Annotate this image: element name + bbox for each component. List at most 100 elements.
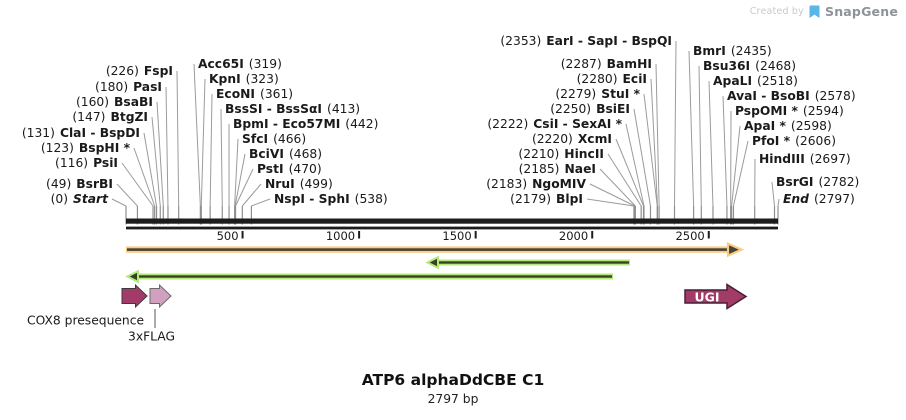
site-label: (147) BtgZI [72, 110, 148, 124]
site-name: Acc65I [198, 57, 244, 71]
site-name: BtgZI [110, 110, 148, 124]
site-label: (2210)HincII [518, 147, 604, 161]
site-name: EarI - SapI - BspQI [546, 34, 672, 48]
site-position: (2179) [510, 192, 551, 206]
site-leader-line [194, 64, 200, 206]
site-name: BciVI [249, 147, 284, 161]
site-position: (413) [327, 102, 360, 116]
site-name: PstI [257, 162, 284, 176]
site-name: BpmI - Eco57MI [233, 117, 340, 131]
flag3x-arrow [150, 285, 171, 307]
site-position: (2250) [550, 102, 591, 116]
site-name: BssSI - BssSαI [225, 102, 322, 116]
ugi-label: UGI [694, 290, 719, 305]
site-label: ApaLI (2518) [713, 74, 798, 88]
forward-cds-arrow [126, 244, 742, 256]
ugi-arrow: UGI [685, 285, 746, 309]
site-name: Bsu36I [703, 59, 750, 73]
site-label: NspI - SphI(538) [274, 192, 388, 206]
site-position: (2183) [486, 177, 527, 191]
reverse-arrow-lower [128, 271, 614, 282]
site-name: XcmI [578, 132, 612, 146]
ruler-tick-label: 500 [217, 229, 239, 243]
site-position: (160) [76, 95, 109, 109]
site-position: (538) [355, 192, 388, 206]
site-label: PfoI * (2606) [752, 134, 836, 148]
site-label: SfcI(466) [242, 132, 306, 146]
site-label: ApaI *(2598) [744, 119, 832, 133]
map-length: 2797 bp [0, 392, 906, 406]
site-name: StuI * [601, 87, 640, 101]
site-name: BamHI [607, 57, 652, 71]
site-leader-line [242, 184, 261, 206]
site-label: Acc65I (319) [198, 57, 282, 71]
site-name: NgoMIV [532, 177, 586, 191]
site-leader-line [644, 94, 657, 206]
site-label: (116)PsiI [55, 156, 118, 170]
site-leader-line [709, 81, 713, 206]
site-name: BmrI [693, 44, 726, 58]
reverse-arrow-upper-head [428, 257, 439, 268]
site-position: (226) [106, 64, 139, 78]
site-position: (499) [300, 177, 333, 191]
site-label: AvaI - BsoBI(2578) [727, 89, 856, 103]
site-position: (2468) [755, 59, 796, 73]
site-name: ApaI * [744, 119, 786, 133]
site-name: PfoI * [752, 134, 791, 148]
site-label: (2179)BlpI [510, 192, 583, 206]
site-position: (123) [41, 141, 74, 155]
site-name: Start [73, 192, 109, 206]
site-name: ApaLI [713, 74, 752, 88]
site-position: (147) [72, 110, 105, 124]
forward-cds-arrowhead [728, 244, 742, 256]
site-leader-line [634, 109, 650, 206]
site-leader-line [626, 124, 644, 206]
ruler-tick-label: 2500 [675, 229, 704, 243]
site-name: FspI [144, 64, 173, 78]
site-position: (2697) [810, 152, 851, 166]
site-position: (2578) [815, 89, 856, 103]
site-label: (2222)CsiI - SexAI * [487, 117, 622, 131]
site-label: Bsu36I (2468) [703, 59, 796, 73]
site-position: (2279) [555, 87, 596, 101]
site-leader-line [723, 96, 727, 206]
site-label: BpmI - Eco57MI(442) [233, 117, 378, 131]
site-label: NruI(499) [265, 177, 333, 191]
site-name: EcoNI [216, 87, 255, 101]
site-label: PstI (470) [257, 162, 322, 176]
site-label: (0) Start [51, 192, 110, 206]
ruler-tick-label: 1500 [442, 229, 471, 243]
site-label: KpnI(323) [209, 72, 279, 86]
site-label: (123) BspHI * [41, 141, 131, 155]
site-position: (2435) [731, 44, 772, 58]
site-leader-line [166, 87, 168, 206]
site-name: BspHI * [79, 141, 131, 155]
site-position: (2220) [532, 132, 573, 146]
site-leader-line [733, 141, 748, 206]
site-label: (2185)NaeI [519, 162, 596, 176]
site-position: (2185) [519, 162, 560, 176]
site-position: (319) [249, 57, 282, 71]
site-label: BmrI (2435) [693, 44, 772, 58]
site-position: (0) [51, 192, 68, 206]
site-position: (2782) [818, 175, 859, 189]
site-leader-line [221, 109, 222, 206]
site-name: BsaBI [114, 95, 153, 109]
site-label: (2279) StuI * [555, 87, 640, 101]
title-block: ATP6 alphaDdCBE C1 2797 bp [0, 371, 906, 406]
site-name: BsrBI [76, 177, 113, 191]
site-position: (470) [289, 162, 322, 176]
site-label: BciVI(468) [249, 147, 322, 161]
site-position: (2518) [757, 74, 798, 88]
site-label: (2183) NgoMIV [486, 177, 586, 191]
sequence-line-top [126, 219, 778, 224]
site-leader-line [699, 66, 701, 206]
site-label: EcoNI(361) [216, 87, 293, 101]
site-position: (2606) [795, 134, 836, 148]
site-position: (131) [22, 126, 55, 140]
map-title: ATP6 alphaDdCBE C1 [0, 371, 906, 389]
site-leader-line [675, 41, 676, 206]
site-position: (2280) [577, 72, 618, 86]
